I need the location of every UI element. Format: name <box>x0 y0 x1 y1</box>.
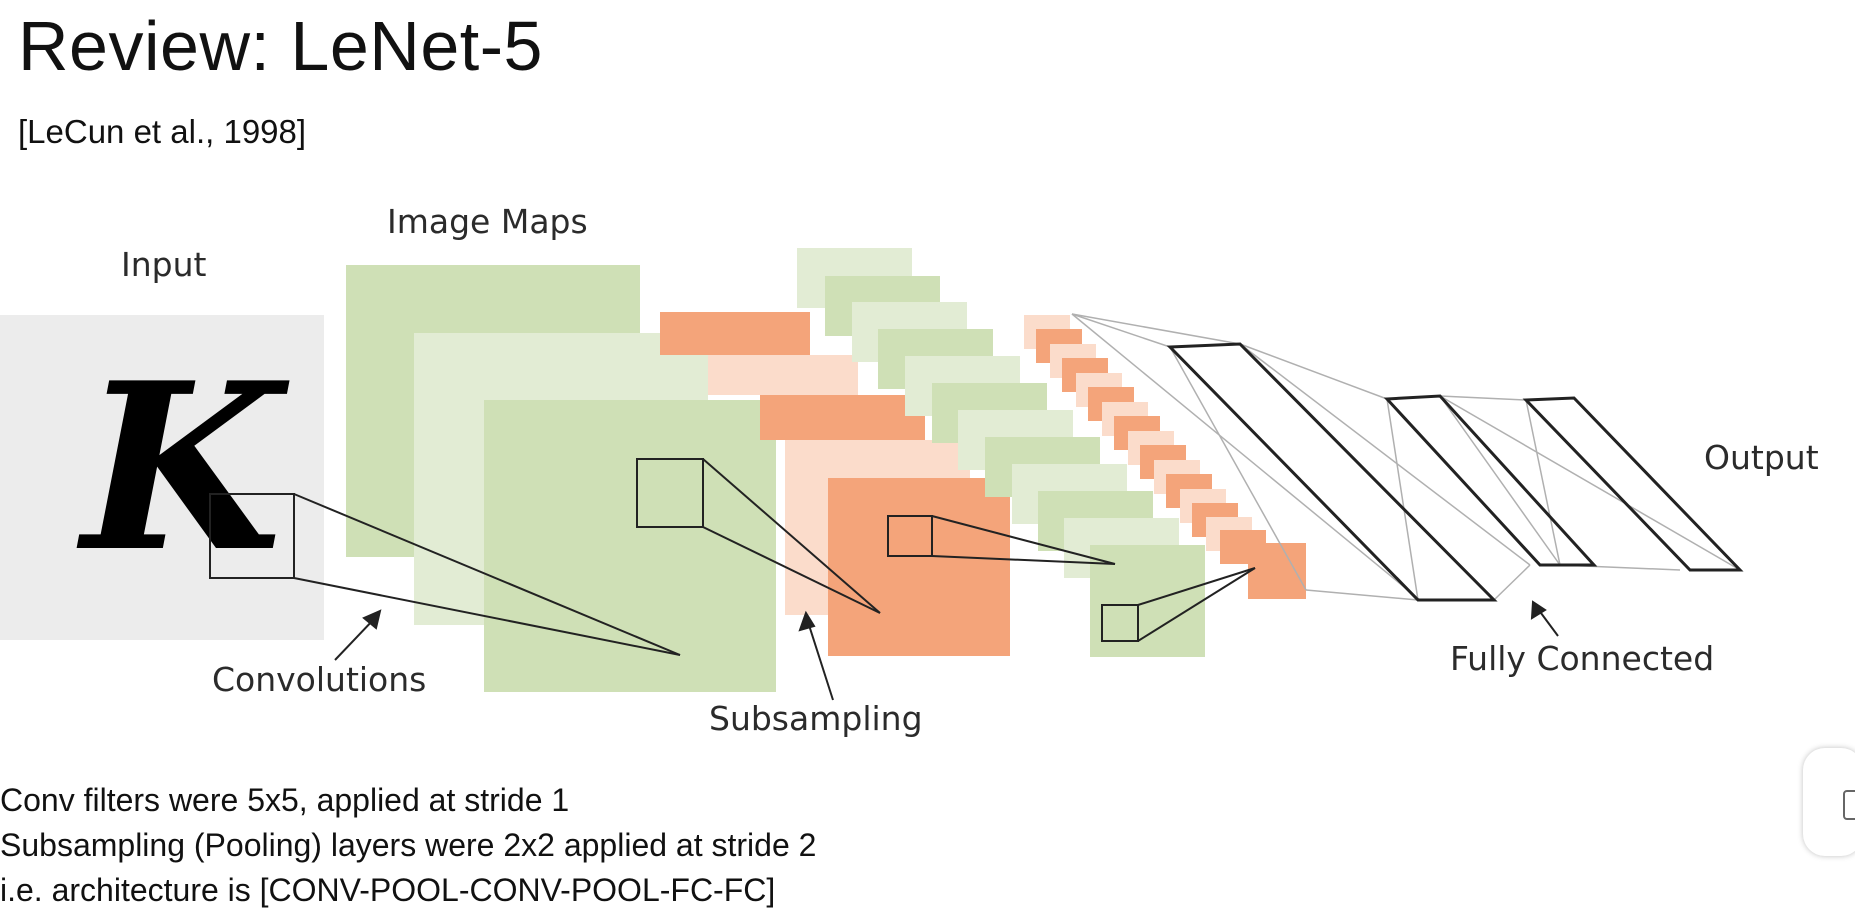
label-arrows <box>334 600 1559 701</box>
slide-title: Review: LeNet-5 <box>18 7 543 85</box>
label-input: Input <box>121 245 207 284</box>
notes: Conv filters were 5x5, applied at stride… <box>0 778 816 913</box>
fc-connections <box>1071 313 1741 601</box>
citation: [LeCun et al., 1998] <box>18 113 307 150</box>
note-subsampling: Subsampling (Pooling) layers were 2x2 ap… <box>0 827 817 863</box>
label-subsampling: Subsampling <box>709 699 923 738</box>
fc-layers <box>1166 342 1744 602</box>
pool1-map-2 <box>708 355 858 395</box>
pool1-map-3 <box>760 395 925 440</box>
fc-layer-3 <box>1522 396 1744 572</box>
conv2-maps <box>797 248 1205 657</box>
pool1-map-1 <box>660 312 810 355</box>
fc-layer-2 <box>1383 394 1598 567</box>
label-fully-connected: Fully Connected <box>1450 639 1715 678</box>
conv1-map-3 <box>484 400 776 692</box>
pool1-map-5 <box>828 478 1010 656</box>
label-convolutions: Convolutions <box>212 660 427 699</box>
input-glyph: K <box>76 333 290 603</box>
chat-bubble-icon[interactable] <box>1803 748 1855 856</box>
pool2-maps <box>1024 315 1306 599</box>
note-conv-filters: Conv filters were 5x5, applied at stride… <box>0 782 570 818</box>
label-image-maps: Image Maps <box>387 202 588 241</box>
input-panel <box>0 315 324 640</box>
note-architecture: i.e. architecture is [CONV-POOL-CONV-POO… <box>0 872 776 908</box>
fc-layer-1 <box>1166 342 1498 602</box>
label-output: Output <box>1704 438 1819 477</box>
receptive-fields <box>209 458 1256 656</box>
